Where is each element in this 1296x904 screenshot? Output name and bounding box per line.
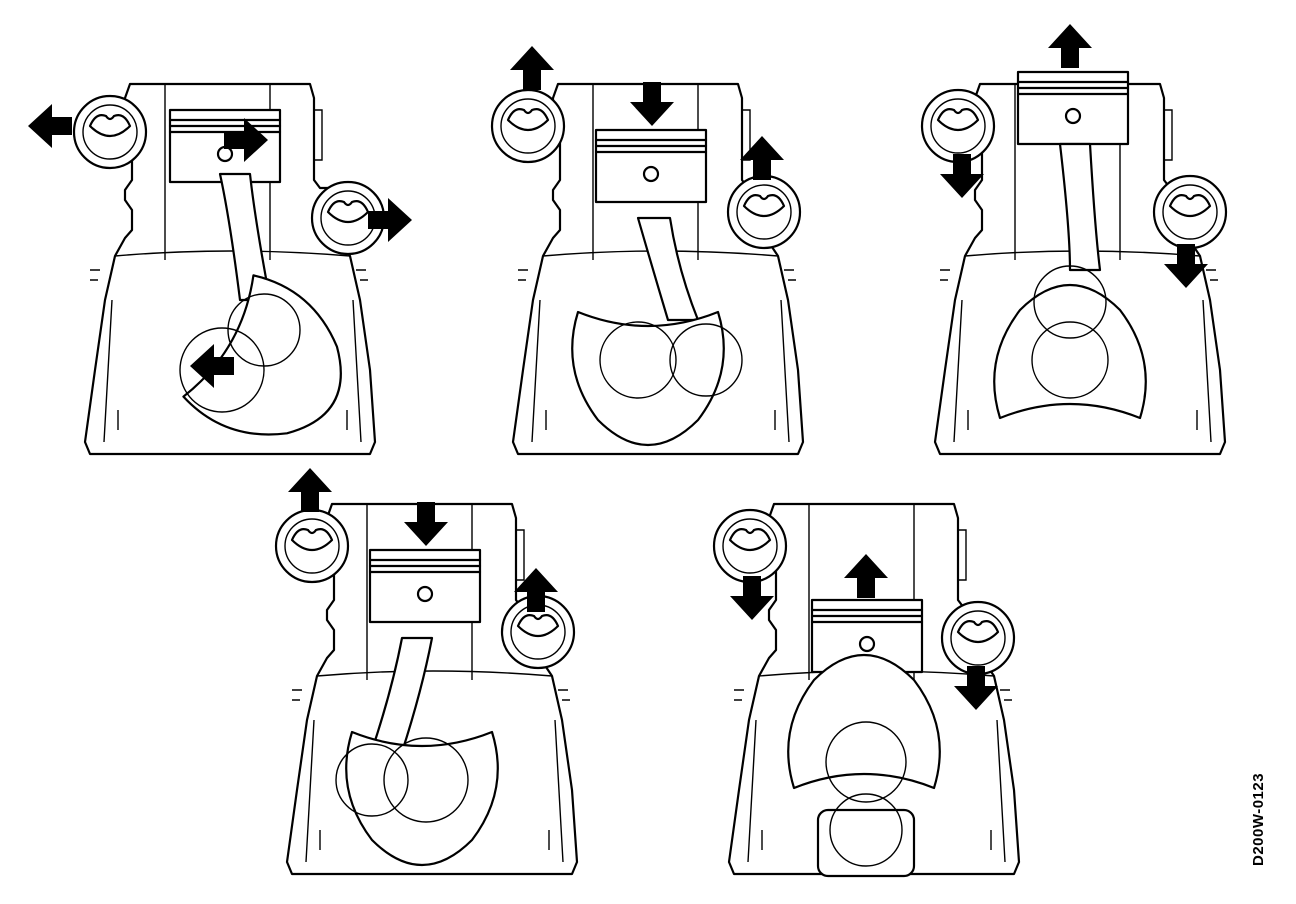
panel-b (490, 82, 805, 456)
balance-shaft-left (72, 94, 148, 170)
balance-shaft-right (726, 174, 802, 250)
balance-shaft-right (1152, 174, 1228, 250)
balance-shaft-left (274, 508, 350, 584)
arrow-b-piston (630, 82, 674, 126)
panel-e (712, 502, 1021, 878)
arrow-a-left-shaft (28, 104, 72, 148)
panel-d (274, 502, 579, 876)
arrow-e-left-shaft (730, 576, 774, 620)
balance-shaft-left (920, 88, 996, 164)
arrow-c-piston (1048, 24, 1092, 68)
arrow-e-piston (844, 554, 888, 598)
panel-c (920, 70, 1228, 456)
panel-a (72, 82, 386, 470)
balance-shaft-right (940, 600, 1016, 676)
arrow-d-piston (404, 502, 448, 546)
figure-code: D200W-0123 (1250, 772, 1267, 866)
arrow-d-left-shaft (288, 468, 332, 512)
balance-shaft-left (712, 508, 788, 584)
arrow-c-right-shaft (1164, 244, 1208, 288)
balance-shaft-left (490, 88, 566, 164)
arrow-b-left-shaft (510, 46, 554, 90)
arrow-b-right-shaft (740, 136, 784, 180)
